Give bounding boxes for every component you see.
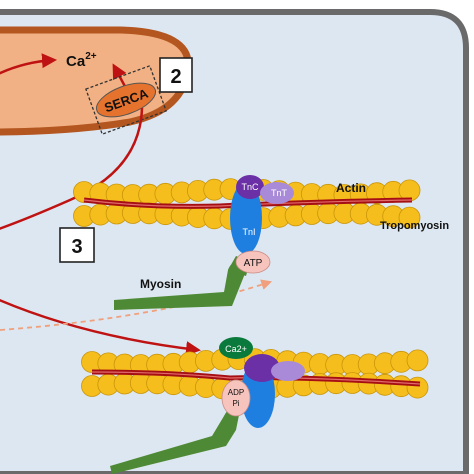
step-3-box bbox=[59, 227, 95, 263]
serca-dashed-box bbox=[85, 64, 167, 136]
tni-top bbox=[230, 182, 262, 254]
actin-monomer bbox=[406, 349, 429, 372]
signal-curve-1 bbox=[0, 107, 144, 230]
pi-label: Pi bbox=[232, 399, 239, 408]
actin-monomer bbox=[398, 206, 421, 229]
tnt-label: TnT bbox=[271, 188, 288, 198]
actin-monomer bbox=[406, 376, 429, 399]
tnc-bottom bbox=[244, 354, 280, 382]
myosin-label: Myosin bbox=[140, 277, 181, 291]
tnc-top bbox=[236, 175, 264, 199]
tnt-top bbox=[260, 182, 294, 204]
ca-uptake-line bbox=[0, 53, 57, 75]
step-2-label: 2 bbox=[170, 66, 181, 88]
adp-label: ADP bbox=[228, 388, 244, 397]
myosin-bottom bbox=[110, 408, 240, 474]
step-2-box bbox=[159, 57, 193, 93]
ca-bound-label: Ca2+ bbox=[225, 344, 247, 354]
adp-pi bbox=[221, 379, 251, 417]
tropomyosin-highlight-bottom bbox=[91, 371, 421, 385]
tropomyosin-label: Tropomyosin bbox=[380, 220, 449, 232]
atp-label: ATP bbox=[244, 258, 263, 269]
tnt-bottom bbox=[271, 361, 305, 381]
actin-label: Actin bbox=[336, 181, 366, 195]
step-3-label: 3 bbox=[71, 236, 82, 258]
calcium-label: Ca2+ bbox=[66, 51, 97, 70]
atp-molecule bbox=[235, 250, 271, 274]
myosin-top bbox=[114, 261, 248, 310]
tnc-label: TnC bbox=[241, 182, 259, 192]
ca-bound bbox=[219, 337, 253, 359]
signal-curve-2 bbox=[0, 298, 201, 357]
tropomyosin-highlight-top bbox=[83, 199, 413, 207]
tni-label: TnI bbox=[242, 227, 255, 237]
dashed-arrow bbox=[0, 279, 273, 331]
